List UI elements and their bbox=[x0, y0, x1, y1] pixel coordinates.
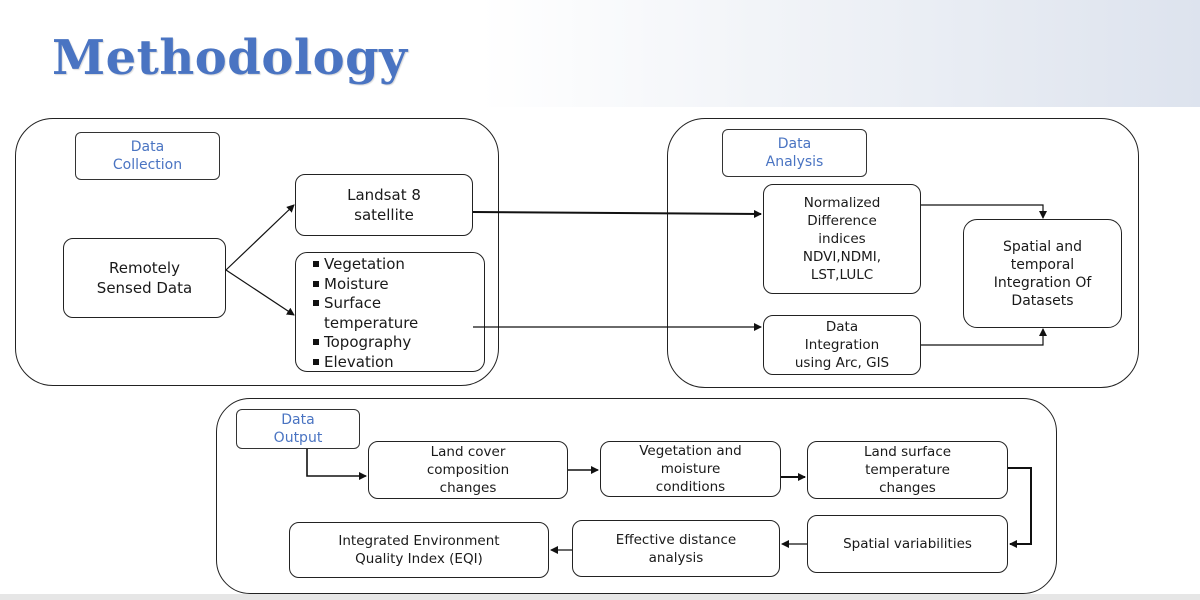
landsat-box: Landsat 8 satellite bbox=[295, 174, 473, 236]
spatial-line4: Datasets bbox=[1011, 292, 1074, 309]
data-collection-label-line2: Collection bbox=[112, 157, 183, 173]
indices-line5: LST,LULC bbox=[810, 267, 874, 283]
parameter-elevation: Elevation bbox=[296, 353, 484, 373]
spatial-variabilities-box: Spatial variabilities bbox=[807, 515, 1008, 573]
arrow-output-to-landcover bbox=[306, 449, 367, 480]
eqi-box: Integrated Environment Quality Index (EQ… bbox=[289, 522, 549, 578]
footer-band bbox=[0, 594, 1200, 600]
land-cover-box: Land cover composition changes bbox=[368, 441, 568, 499]
parameter-topography: Topography bbox=[296, 333, 484, 353]
header-band bbox=[0, 0, 1200, 107]
arrow-lst-to-spatialvar bbox=[1008, 467, 1032, 548]
arrow-indices-to-spatial bbox=[921, 204, 1047, 219]
land-cover-line1: Land cover bbox=[430, 444, 506, 460]
lst-line3: changes bbox=[879, 480, 936, 496]
data-integration-box: Data Integration using Arc, GIS bbox=[763, 315, 921, 375]
lst-line2: temperature bbox=[865, 462, 950, 478]
vegetation-line1: Vegetation and bbox=[639, 443, 742, 459]
vegetation-line3: conditions bbox=[655, 479, 726, 495]
parameter-moisture: Moisture bbox=[296, 275, 484, 295]
parameter-vegetation: Vegetation bbox=[296, 255, 484, 275]
distance-line1: Effective distance bbox=[615, 531, 737, 548]
land-surface-temperature-box: Land surface temperature changes bbox=[807, 441, 1008, 499]
eqi-line1: Integrated Environment bbox=[338, 533, 500, 549]
vegetation-line2: moisture bbox=[660, 461, 721, 477]
data-analysis-label-line1: Data bbox=[777, 136, 812, 152]
data-analysis-label-line2: Analysis bbox=[765, 154, 824, 170]
data-output-label-line1: Data bbox=[281, 412, 315, 428]
spatial-line3: Integration Of bbox=[993, 274, 1092, 291]
indices-line4: NDVI,NDMI, bbox=[802, 249, 882, 265]
normalized-indices-box: Normalized Difference indices NDVI,NDMI,… bbox=[763, 184, 921, 294]
landsat-line1: Landsat 8 bbox=[347, 186, 421, 204]
parameters-box: Vegetation Moisture Surface temperature … bbox=[295, 252, 485, 372]
landsat-line2: satellite bbox=[354, 206, 414, 224]
land-cover-line2: composition bbox=[426, 462, 510, 478]
indices-line3: indices bbox=[818, 231, 866, 247]
arrow-remote-to-parameters bbox=[225, 269, 295, 316]
parameters-list: Vegetation Moisture Surface temperature … bbox=[296, 255, 484, 372]
indices-line2: Difference bbox=[807, 213, 877, 229]
lst-line1: Land surface bbox=[863, 444, 952, 460]
arrow-integration-to-spatial bbox=[921, 328, 1047, 346]
integration-line1: Data bbox=[825, 319, 859, 335]
integration-line3: using Arc, GIS bbox=[794, 355, 890, 371]
arrow-landsat-to-indices bbox=[472, 209, 762, 218]
distance-line2: analysis bbox=[648, 549, 704, 566]
page-title: Methodology bbox=[52, 30, 408, 86]
data-collection-label-line1: Data bbox=[130, 139, 165, 155]
vegetation-moisture-box: Vegetation and moisture conditions bbox=[600, 441, 781, 497]
effective-distance-box: Effective distance analysis bbox=[572, 520, 780, 577]
remotely-sensed-line2: Sensed Data bbox=[96, 279, 193, 297]
integration-line2: Integration bbox=[804, 337, 880, 353]
arrow-remote-to-landsat bbox=[225, 204, 295, 271]
parameter-temperature: temperature bbox=[324, 313, 419, 332]
parameter-surface: Surface bbox=[296, 294, 484, 314]
data-output-label-line2: Output bbox=[273, 430, 323, 446]
remotely-sensed-line1: Remotely bbox=[109, 259, 180, 277]
spatial-variabilities-text: Spatial variabilities bbox=[843, 536, 972, 552]
spatial-line2: temporal bbox=[1010, 256, 1075, 273]
indices-line1: Normalized bbox=[803, 195, 881, 211]
spatial-line1: Spatial and bbox=[1002, 238, 1082, 255]
land-cover-line3: changes bbox=[439, 480, 497, 496]
spatial-temporal-integration-box: Spatial and temporal Integration Of Data… bbox=[963, 219, 1122, 328]
eqi-line2: Quality Index (EQI) bbox=[355, 551, 483, 567]
